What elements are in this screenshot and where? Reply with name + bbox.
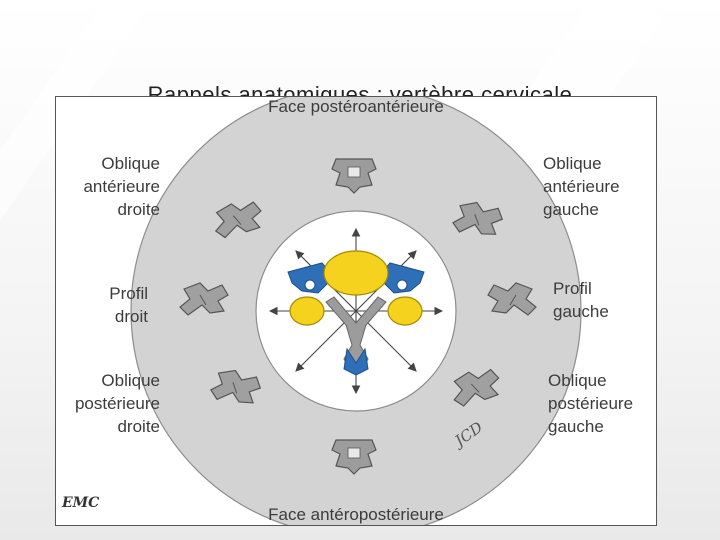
label-face-posteroanterior: Face postéroantérieure	[268, 97, 444, 116]
label-profile-right: Profil droit	[109, 284, 148, 326]
label-oblique-anterior-right: Oblique antérieure droite	[83, 154, 160, 219]
label-face-anteroposterior: Face antéropostérieure	[268, 505, 444, 524]
label-profile-left: Profil gauche	[553, 279, 609, 321]
label-oblique-posterior-left: Oblique postérieure gauche	[548, 371, 634, 436]
label-oblique-anterior-left: Oblique antérieure gauche	[543, 154, 620, 219]
emc-logo: EMC	[62, 495, 100, 511]
diagram-graphic	[130, 97, 582, 525]
vertebra-projection-diagram: Face postéroantérieure Face antéropostér…	[55, 96, 657, 526]
central-vertebra	[287, 250, 425, 376]
label-oblique-posterior-right: Oblique postérieure droite	[74, 371, 160, 436]
